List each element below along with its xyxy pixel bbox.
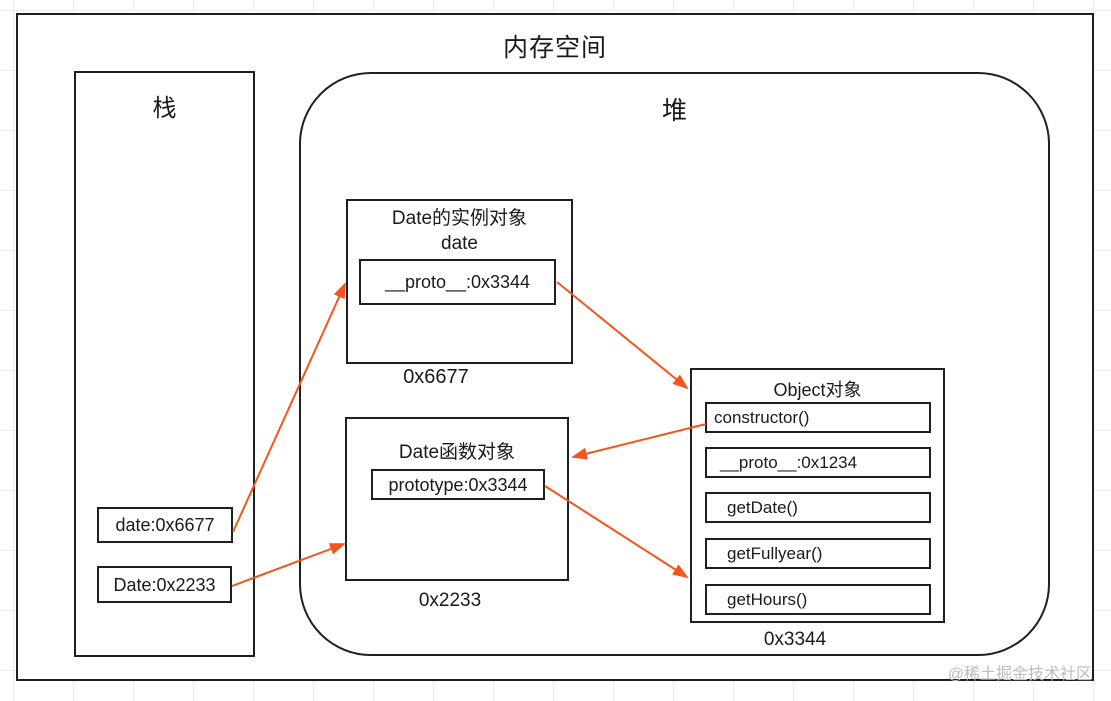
- date-instance-title-line2: date: [441, 233, 478, 254]
- stack-label: 栈: [152, 95, 177, 122]
- object-row-getdate: getDate(): [705, 492, 931, 523]
- heap-label: 堆: [661, 97, 687, 125]
- stack-variable-Date: Date:0x2233: [97, 566, 232, 603]
- watermark: @稀土掘金技术社区: [947, 666, 1092, 683]
- object-row-gethours: getHours(): [705, 584, 931, 615]
- diagram-title: 内存空间: [502, 34, 607, 62]
- object-row-proto: __proto__:0x1234: [705, 447, 931, 478]
- date-function-title: Date函数对象: [398, 442, 516, 463]
- stack-variable-date: date:0x6677: [97, 507, 233, 543]
- date-instance-address: 0x6677: [403, 366, 469, 388]
- date-instance-proto-slot: __proto__:0x3344: [359, 259, 556, 305]
- date-instance-title-line1: Date的实例对象: [391, 208, 528, 229]
- object-row-constructor: constructor(): [705, 402, 931, 433]
- date-function-prototype-slot: prototype:0x3344: [371, 469, 545, 500]
- object-row-getfullyear: getFullyear(): [705, 538, 931, 569]
- object-node-title: Object对象: [773, 380, 862, 400]
- object-node-address: 0x3344: [763, 629, 827, 650]
- stack-region: [74, 71, 255, 657]
- date-function-address: 0x2233: [418, 590, 482, 611]
- date-instance-title: Date的实例对象 date: [346, 206, 573, 256]
